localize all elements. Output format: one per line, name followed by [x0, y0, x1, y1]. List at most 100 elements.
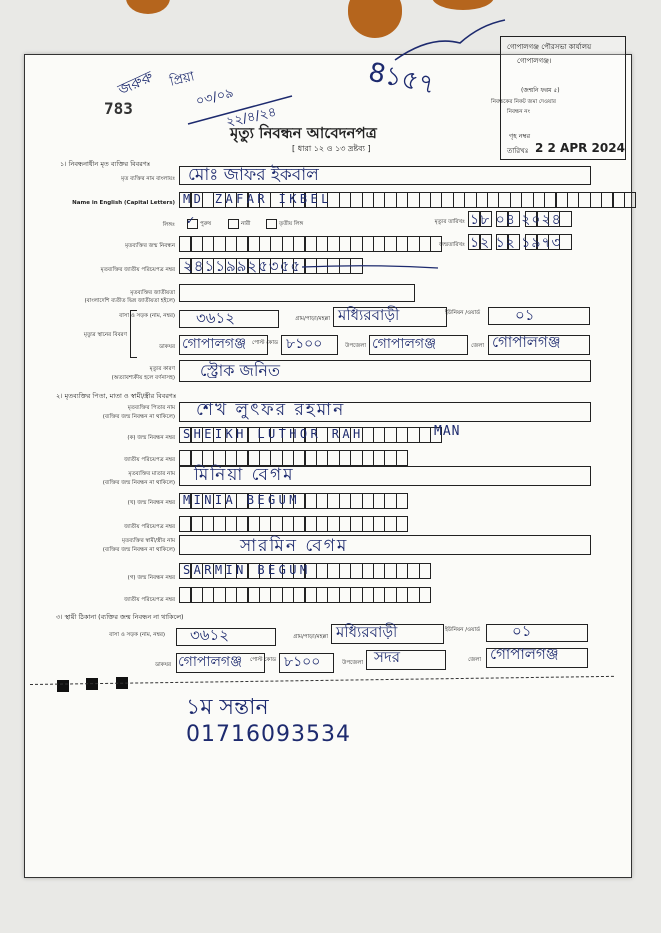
stamp-note: নিবন্ধন নং [507, 109, 530, 115]
perm-district-label: জেলা [468, 657, 481, 663]
perm-house-label: বাসা ও সড়ক (নাম, নম্বর) [109, 632, 165, 638]
footer-phone: 01716093534 [186, 722, 351, 747]
death-date-value: ১৮ ০৪ ২০২৪ [470, 212, 562, 228]
upazila-value: গোপালগঞ্জ [372, 336, 437, 352]
name-bn-field[interactable] [179, 166, 591, 185]
character-cell [395, 493, 409, 509]
father-name-field[interactable] [179, 402, 591, 422]
spouse-name-value: সারমিন বেগম [240, 536, 349, 556]
sex-male-checkbox[interactable] [187, 219, 198, 229]
section3-heading: ৩। স্থায়ী ঠিকানা (ব্যক্তির জন্ম নিবন্ধন… [56, 613, 184, 621]
name-bn-label: মৃত ব্যক্তির নাম বাংলায়ঃ [121, 176, 175, 182]
district-label: জেলা [471, 343, 484, 349]
cause-label: মৃত্যুর কারণ [149, 366, 175, 372]
perm-upazila-label: উপজেলা [342, 660, 363, 666]
character-cell [418, 587, 432, 603]
perm-ward-label: ইউনিয়ন /ওয়ার্ড [444, 627, 480, 633]
village-label: গ্রাম/পাড়া/মহল্লা [295, 316, 330, 322]
father-reg-field[interactable] [179, 427, 443, 443]
death-date-field[interactable] [468, 211, 492, 227]
footer-note: ১ম সন্তান [186, 695, 269, 720]
character-cell [479, 234, 492, 250]
mother-reg-label: (খ) জন্ম নিবন্ধন নম্বর [127, 500, 175, 506]
stamp-date-label: তারিখঃ [507, 147, 529, 155]
character-cell [507, 211, 520, 227]
nid-value: ২৪১১৯৯২৫৩৫৫ [183, 257, 302, 275]
finger [126, 0, 170, 14]
cause-field[interactable] [179, 360, 591, 382]
death-date-field[interactable] [496, 211, 520, 227]
spouse-name-field[interactable] [179, 535, 591, 555]
mother-label: মৃতব্যক্তির মাতার নাম [128, 471, 175, 477]
birth-date-field[interactable] [496, 234, 520, 250]
perm-district-value: গোপালগঞ্জ [490, 645, 559, 663]
perm-postcode-field[interactable] [279, 653, 334, 673]
perm-upazila-field[interactable] [366, 650, 446, 670]
perm-ward-field[interactable] [486, 624, 588, 642]
birth-date-field[interactable] [468, 234, 492, 250]
spouse-en-value: SARMIN BEGUM [183, 563, 311, 577]
spouse-nid-field[interactable] [179, 587, 432, 603]
death-date-field[interactable] [525, 211, 572, 227]
sex-male-tick: ✓ [186, 214, 196, 227]
birth-reg-label: মৃতব্যক্তির জন্ম নিবন্ধন [125, 243, 175, 249]
perm-district-field[interactable] [486, 648, 588, 668]
post-field[interactable] [179, 335, 268, 355]
perm-house-field[interactable] [176, 628, 276, 646]
nid-strikethrough [301, 265, 439, 269]
mother-label: (ব্যক্তির জন্ম নিবন্ধন না থাকিলে) [102, 480, 175, 486]
perm-village-field[interactable] [331, 624, 444, 644]
perm-post-field[interactable] [176, 653, 265, 673]
father-nid-field[interactable] [179, 450, 409, 466]
cause-value: স্ট্রোক জনিত [200, 361, 280, 380]
character-cell [429, 236, 443, 252]
perm-post-value: গোপালগঞ্জ [178, 654, 243, 670]
postcode-field[interactable] [281, 335, 338, 355]
form-subtitle: [ ধারা ১২ ও ১৩ দ্রষ্টব্য ] [292, 144, 371, 153]
mother-reg-field[interactable] [179, 493, 409, 509]
office-stamp: গোপালগঞ্জ পৌরসভা কার্যালয় গোপালগঞ্জ। (জ… [491, 36, 626, 160]
place-label: মৃত্যুর স্থানের বিবরণ [83, 332, 127, 338]
village-value: মধ্যিরবাড়ী [338, 306, 400, 324]
district-value: গোপালগঞ্জ [492, 333, 561, 351]
spouse-nid-label: জাতীয় পরিচয়পত্র নম্বর [124, 597, 175, 603]
nationality-label: (বাংলাদেশি ব্যতীত ভিন্ন জাতীয়তা হইলে) [84, 298, 175, 304]
character-cell [559, 211, 572, 227]
spouse-reg-label: (গ) জন্ম নিবন্ধন নম্বর [127, 575, 175, 581]
character-cell [395, 450, 409, 466]
death-date-label: মৃত্যুর তারিখঃ [434, 219, 465, 225]
stamp-note: নিবন্ধকের নিকট জমা দেওয়ার [491, 99, 556, 105]
perm-village-value: মধ্যিরবাড়ী [336, 623, 398, 641]
character-cell [395, 516, 409, 532]
perm-postcode-value: ৮১০০ [284, 654, 321, 670]
sex-third-checkbox[interactable] [266, 219, 277, 229]
post-label: ডাকঘর [159, 344, 175, 350]
village-field[interactable] [333, 307, 447, 327]
father-label: মৃতব্যক্তির পিতার নাম [127, 405, 175, 411]
house-field[interactable] [179, 310, 279, 328]
character-cell [623, 192, 637, 208]
handwritten-scribble [394, 19, 506, 61]
nationality-field[interactable] [179, 284, 415, 302]
district-field[interactable] [488, 335, 590, 355]
ward-field[interactable] [488, 307, 590, 325]
stamp-received: গৃহ নম্বর [509, 132, 531, 140]
upazila-field[interactable] [369, 335, 468, 355]
birth-date-value: ১২ ১২ ১৯৭৩ [470, 235, 562, 251]
stamp-line: গোপালগঞ্জ পৌরসভা কার্যালয় [507, 43, 592, 51]
mother-name-field[interactable] [179, 466, 591, 486]
sex-option: তৃতীয় লিঙ্গ [279, 221, 304, 227]
name-en-field[interactable] [179, 192, 637, 208]
perm-village-label: গ্রাম/পাড়া/মহল্লা [293, 634, 328, 640]
stamp-date: 2 2 APR 2024 [535, 141, 625, 155]
birth-reg-field[interactable] [179, 236, 443, 252]
father-en-value: SHEIKH LUTHOR RAH [183, 427, 364, 441]
postcode-label: পোস্ট কোড [251, 340, 278, 346]
sex-female-checkbox[interactable] [228, 219, 239, 229]
birth-date-field[interactable] [525, 234, 572, 250]
spouse-reg-field[interactable] [179, 563, 432, 579]
mother-nid-field[interactable] [179, 516, 409, 532]
house-value: ৩৬১২ [196, 309, 235, 327]
perm-ward-value: ০১ [512, 622, 532, 640]
house-label: বাসা ও সড়ক (নাম, নম্বর) [119, 313, 175, 319]
